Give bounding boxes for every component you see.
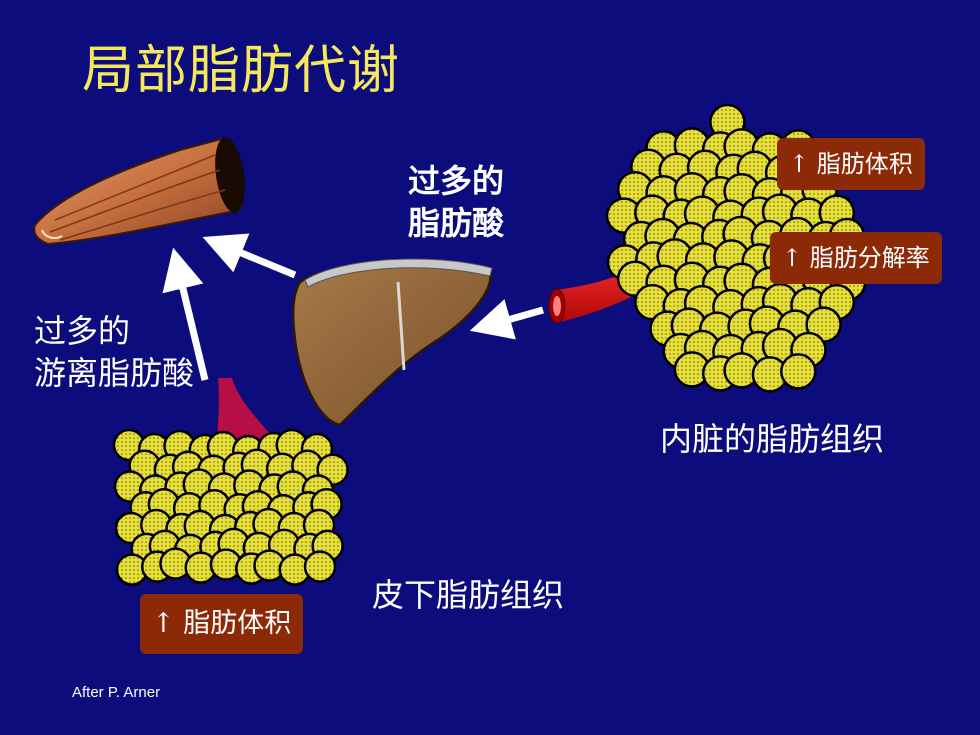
arrow-liver-to-muscle	[202, 233, 297, 279]
fat-cell	[780, 353, 817, 390]
subcutaneous-volume-badge: ↑ 脂肪体积	[140, 594, 304, 654]
visceral-volume-badge: ↑ 脂肪体积	[777, 138, 925, 190]
excess-ffa-line1: 过多的	[34, 312, 131, 350]
visceral-lipolysis-badge: ↑ 脂肪分解率	[770, 232, 942, 284]
excess-fatty-acid-label: 过多的 脂肪酸	[408, 160, 504, 244]
arrow-ffa-to-muscle	[162, 247, 209, 381]
visceral-fat-icon	[605, 103, 867, 393]
credit-text: After P. Arner	[72, 684, 161, 701]
excess-ffa-line2: 游离脂肪酸	[34, 354, 195, 392]
excess-ffa-label: 过多的 游离脂肪酸	[34, 310, 194, 394]
excess-fa-line1: 过多的	[408, 162, 505, 200]
visceral-fat-label: 内脏的脂肪组织	[660, 420, 885, 458]
subcutaneous-fat-label: 皮下脂肪组织	[372, 576, 565, 614]
arrow-vessel-to-liver	[469, 299, 544, 340]
muscle-icon	[33, 136, 245, 246]
liver-icon	[291, 258, 493, 427]
flow-arrows	[162, 233, 544, 381]
subcutaneous-fat-icon	[112, 428, 349, 586]
excess-fa-line2: 脂肪酸	[408, 204, 505, 242]
page-title: 局部脂肪代谢	[82, 41, 401, 101]
fat-cell	[303, 550, 337, 583]
